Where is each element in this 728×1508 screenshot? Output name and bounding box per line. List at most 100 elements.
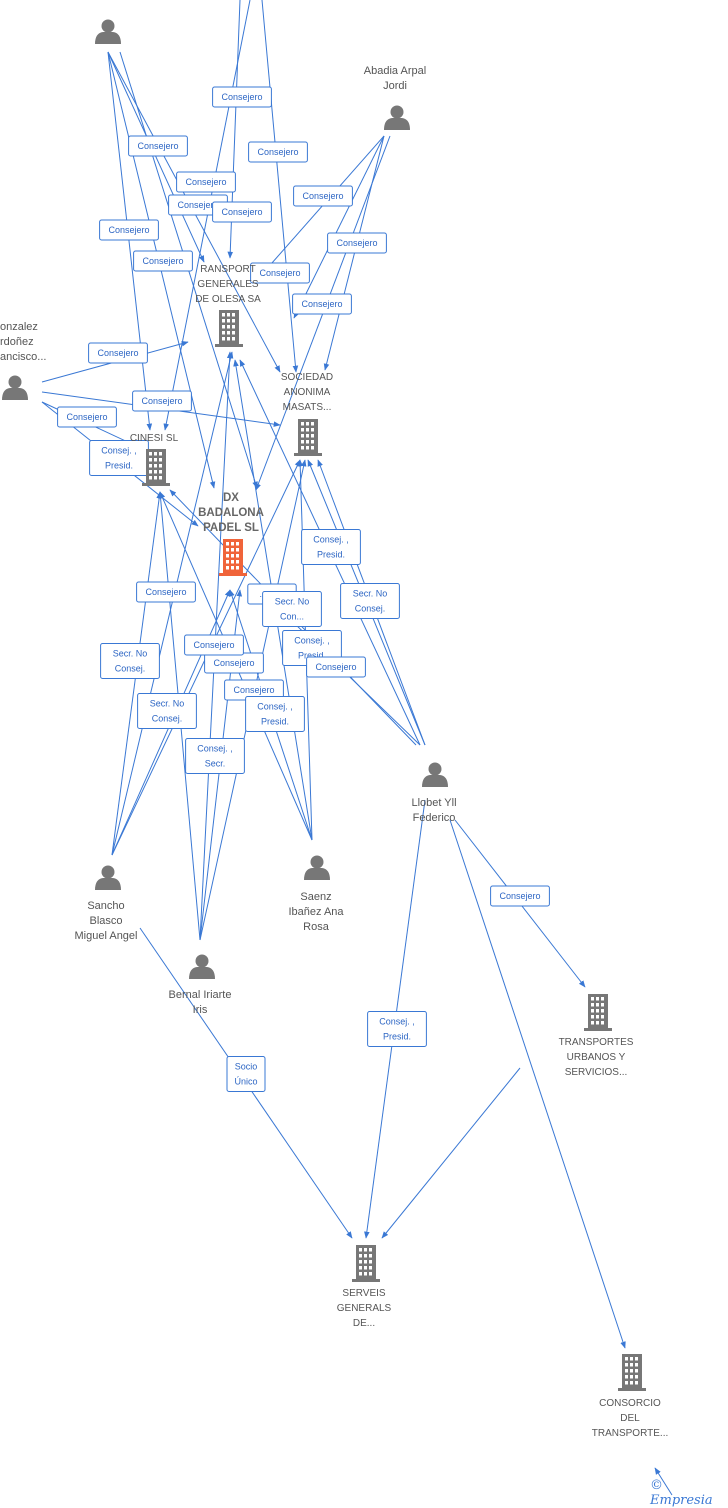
person-name-saenz: Saenz: [300, 891, 331, 903]
edge-label-16: Consej. ,Presid.: [301, 529, 361, 565]
edge-label-7: Consejero: [248, 141, 308, 163]
edge-label-text: Con...: [280, 612, 304, 622]
person-name-bernal: Iris: [193, 1004, 208, 1016]
edge-label-21: Consejero: [306, 656, 366, 678]
edge-label-text: Consejero: [193, 640, 234, 650]
person-name-llobet: Federico: [413, 812, 456, 824]
person-name-abadia: Jordi: [383, 80, 407, 92]
company-name-transportes_urbanos: SERVICIOS...: [565, 1067, 628, 1078]
edge-label-text: Consej. ,: [257, 702, 293, 712]
edge-label-14: Consejero: [57, 406, 117, 428]
edge-label-6: Consejero: [133, 250, 193, 272]
company-name-consorcio: DEL: [620, 1413, 640, 1424]
building-icon[interactable]: [352, 1245, 380, 1282]
edge-38: [654, 1467, 673, 1496]
edge-label-28: Consej. , Presid.: [245, 696, 305, 732]
edge-label-text: Presid.: [261, 717, 289, 727]
main-company-icon[interactable]: [219, 539, 247, 576]
edge-label-text: Único: [234, 1077, 257, 1087]
edge-label-13: Consejero: [132, 390, 192, 412]
company-name-transportes_olesa: DE OLESA SA: [195, 294, 261, 305]
building-icon[interactable]: [618, 1354, 646, 1391]
edge-labels-layer: ConsejeroConsejeroConsejeroConsejeroCons…: [57, 86, 550, 1092]
person-name-saenz: Ibañez Ana: [288, 906, 344, 918]
edge-label-31: Consej. , Presid.: [367, 1011, 427, 1047]
edge-label-9: Consejero: [327, 232, 387, 254]
edge-label-text: Presid.: [383, 1032, 411, 1042]
edge-label-text: Consejero: [145, 587, 186, 597]
company-name-dx: DX: [223, 492, 239, 504]
edge-label-text: Consejero: [233, 685, 274, 695]
person-name-abadia: Abadia Arpal: [364, 65, 426, 77]
person-icon[interactable]: [304, 855, 330, 881]
person-name-gonzalez: ancisco...: [0, 351, 46, 363]
edge-label-text: Secr.: [205, 759, 226, 769]
person-icon[interactable]: [95, 865, 121, 891]
building-icon[interactable]: [584, 994, 612, 1031]
person-icon[interactable]: [422, 762, 448, 788]
edge-36: [381, 1067, 521, 1239]
edge-label-text: Consej. ,: [379, 1017, 415, 1027]
person-name-saenz: Rosa: [303, 921, 330, 933]
edge-label-15: Consej. ,Presid.: [89, 440, 149, 476]
edge-label-text: Consejero: [302, 191, 343, 201]
edge-21: [111, 351, 234, 856]
edge-label-text: Consejero: [185, 177, 226, 187]
edge-label-text: Secr. No: [150, 699, 185, 709]
brand-watermark: © Empresia: [650, 1478, 728, 1508]
edge-label-text: Consejero: [141, 396, 182, 406]
edge-0: [107, 51, 153, 431]
edge-label-1: Consejero: [128, 135, 188, 157]
edge-label-24: Consejero: [204, 652, 264, 674]
edge-label-text: Secr. No: [275, 597, 310, 607]
company-name-sociedad: MASATS...: [283, 402, 332, 413]
edge-label-text: Consejero: [108, 225, 149, 235]
person-icon[interactable]: [95, 19, 121, 45]
person-name-llobet: Llobet Yll: [411, 797, 456, 809]
person-icon[interactable]: [189, 954, 215, 980]
company-name-transportes_olesa: RANSPORT: [200, 264, 255, 275]
edge-label-text: Secr. No: [113, 649, 148, 659]
person-name-sancho: Sancho: [87, 900, 124, 912]
edge-label-text: Consej.: [355, 604, 386, 614]
edge-label-text: Consejero: [336, 238, 377, 248]
edge-label-text: Consejero: [97, 348, 138, 358]
building-icon[interactable]: [142, 449, 170, 486]
company-name-transportes_olesa: GENERALES: [197, 279, 258, 290]
edge-label-19: Secr. No Con...: [262, 591, 322, 627]
person-icon[interactable]: [2, 375, 28, 401]
building-icon[interactable]: [215, 310, 243, 347]
edge-label-text: Consej. ,: [294, 636, 330, 646]
edge-label-text: Presid.: [298, 651, 326, 661]
nodes-layer: Macho JuanAbadia ArpalJordionzalezrdoñez…: [0, 0, 668, 1439]
company-name-sociedad: ANONIMA: [284, 387, 331, 398]
edge-label-text: Consejero: [221, 92, 262, 102]
person-name-bernal: Bernal Iriarte: [169, 989, 232, 1001]
person-name-sancho: Miguel Angel: [75, 930, 138, 942]
edge-label-2: Consejero: [176, 171, 236, 193]
edge-label-text: Consej. ,: [101, 446, 137, 456]
building-icon[interactable]: [294, 419, 322, 456]
edge-11: [293, 135, 385, 319]
edge-7: [261, 0, 299, 373]
edge-label-text: Consejero: [221, 207, 262, 217]
edge-label-4: Consejero: [212, 201, 272, 223]
brand-name: Empresia: [650, 1493, 713, 1508]
edge-label-text: Consejero: [213, 658, 254, 668]
company-name-transportes_urbanos: TRANSPORTES: [559, 1037, 634, 1048]
edge-label-11: Consejero: [292, 293, 352, 315]
edge-label-text: Socio: [235, 1062, 258, 1072]
edge-35: [449, 819, 626, 1349]
edge-label-text: Consejero: [142, 256, 183, 266]
edge-label-text: Consejero: [257, 147, 298, 157]
company-name-serveis: SERVEIS: [342, 1288, 385, 1299]
edge-label-12: Consejero: [88, 342, 148, 364]
edge-label-text: Consejero: [499, 891, 540, 901]
company-name-cinesi: CINESI SL: [130, 433, 179, 444]
person-icon[interactable]: [384, 105, 410, 131]
edge-label-5: Consejero: [99, 219, 159, 241]
